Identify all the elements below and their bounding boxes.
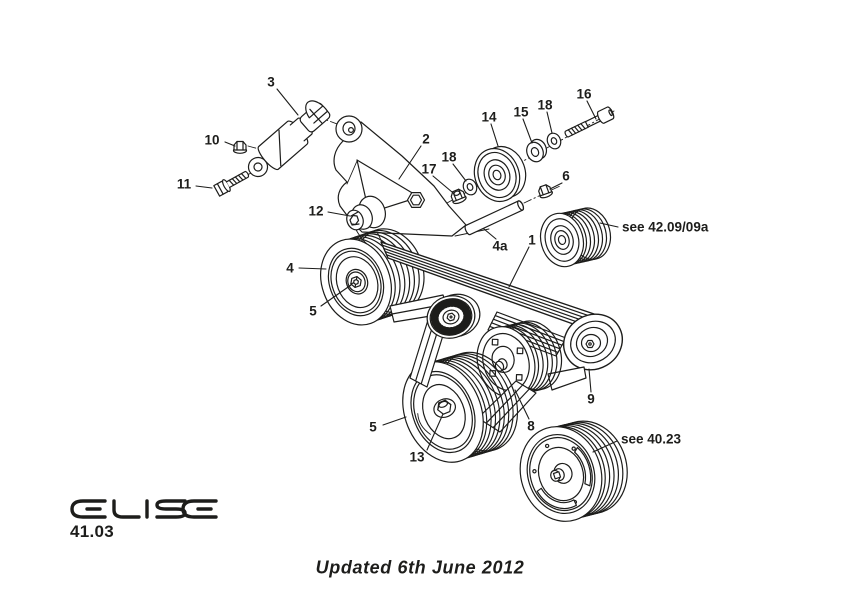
socket-bolt-16 [564,106,615,138]
washer-18-left [462,178,478,196]
part-callout-16: 16 [576,86,592,102]
part-callout-14: 14 [481,109,497,125]
part-callout-18b: 18 [537,97,553,113]
cross-reference-42-09: see 42.09/09a [622,219,709,235]
part-callout-5b: 5 [369,419,377,435]
spacer-tube-4a [464,200,525,236]
tensioner-damper-3 [247,100,331,178]
part-callout-3: 3 [267,74,275,90]
part-callout-15: 15 [513,104,529,120]
part-callout-6: 6 [562,168,570,184]
section-number: 41.03 [70,522,115,541]
flange-nut-10 [232,140,248,154]
leader-lines [195,88,619,453]
part-callout-18a: 18 [441,149,457,165]
part-callout-11: 11 [176,176,192,192]
part-callout-1: 1 [528,232,536,248]
belt-tensioner-pulley-9 [580,333,602,353]
part-callout-8: 8 [527,418,535,434]
part-callout-10: 10 [204,132,220,148]
flange-nut-6 [538,184,553,199]
footer-updated-note: Updated 6th June 2012 [315,557,525,578]
idler-pulley-14 [473,145,527,203]
ac-compressor-pulley [519,420,628,522]
alternator-pulley [539,207,612,268]
grooved-pulley-4 [320,228,425,326]
washer-18-right [546,132,562,150]
crankshaft-pulley-13 [402,351,519,463]
flange-bolt-11 [213,170,250,197]
part-callout-5a: 5 [309,303,317,319]
part-callout-12: 12 [308,203,324,219]
pivot-bolt-12 [346,195,386,231]
part-callout-9: 9 [587,391,595,407]
flange-nut-17 [450,188,467,205]
ribbed-idler-pulley [426,293,481,339]
spacer-bush-15 [526,138,548,163]
part-callout-4a: 4a [492,238,508,254]
elise-logo [70,499,218,519]
part-callout-2: 2 [422,131,430,147]
part-callout-17: 17 [421,161,437,177]
water-pump-pulley-8 [476,320,563,433]
cross-reference-40-23: see 40.23 [621,431,682,447]
part-callout-13: 13 [409,449,425,465]
part-callout-4: 4 [286,260,294,276]
